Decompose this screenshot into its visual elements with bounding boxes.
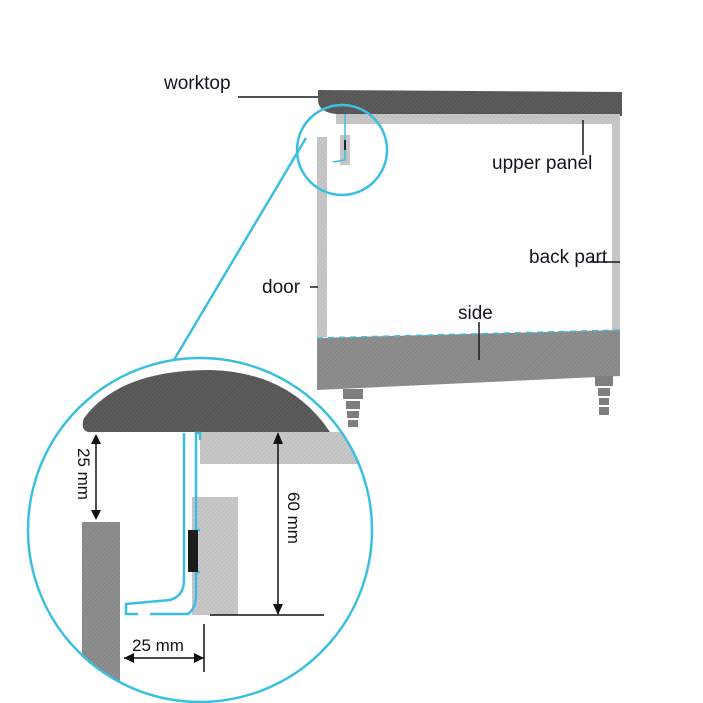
leg-left bbox=[343, 389, 363, 427]
detail-bracket bbox=[192, 497, 238, 615]
back-part-shape bbox=[612, 116, 620, 338]
label-worktop: worktop bbox=[163, 73, 231, 94]
detail-seal bbox=[188, 530, 198, 572]
cabinet-overview bbox=[316, 90, 622, 427]
label-side: side bbox=[458, 303, 493, 324]
label-back-part: back part bbox=[529, 247, 608, 268]
side-shape bbox=[317, 330, 620, 390]
detail-upper-panel bbox=[200, 432, 360, 464]
leg-right bbox=[595, 376, 613, 415]
seal-small bbox=[344, 140, 346, 150]
magnifier-small-circle bbox=[295, 103, 389, 197]
profile-outline-small bbox=[332, 114, 346, 163]
magnifier-connector bbox=[160, 137, 308, 381]
magnifier-detail-circle bbox=[26, 356, 374, 703]
label-upper-panel: upper panel bbox=[492, 153, 592, 174]
label-door: door bbox=[262, 277, 301, 298]
detail-door bbox=[82, 522, 120, 702]
door-shape bbox=[317, 137, 327, 337]
dim-25-horizontal-arrows bbox=[124, 653, 204, 663]
worktop-shape bbox=[318, 90, 622, 116]
dim-text-25-horizontal: 25 mm bbox=[132, 636, 184, 655]
upper-panel-shape bbox=[336, 114, 620, 124]
dim-text-60: 60 mm bbox=[284, 492, 303, 544]
detail-worktop bbox=[82, 370, 331, 432]
dim-text-25-vertical: 25 mm bbox=[74, 448, 93, 500]
dim-25-vertical-arrows bbox=[91, 434, 101, 520]
